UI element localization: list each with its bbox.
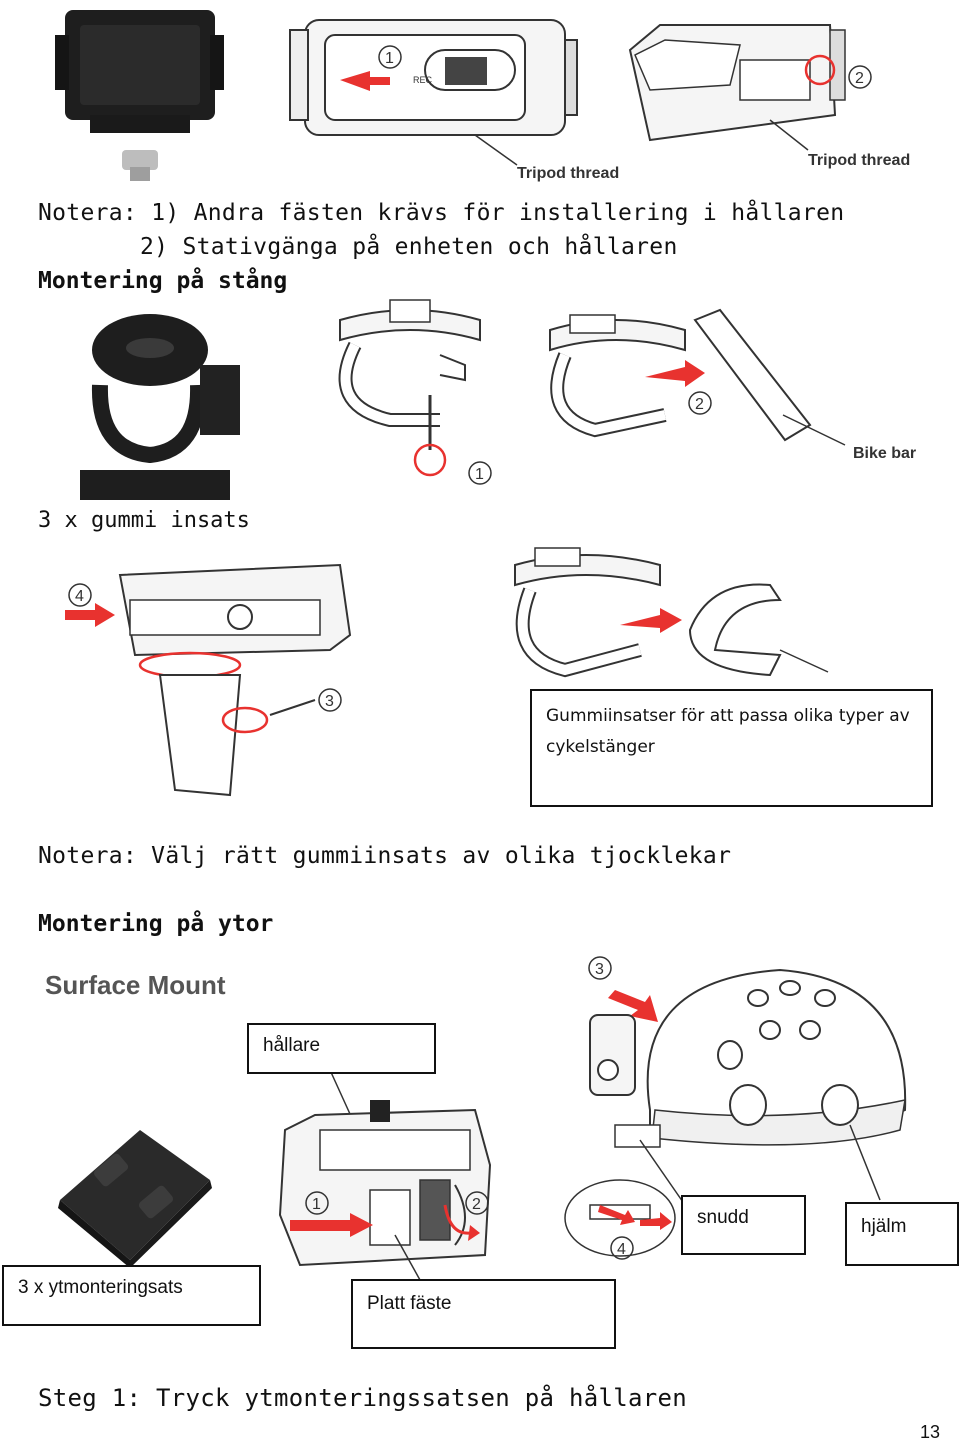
note-1-item-2: 2) Stativgänga på enheten och hållaren xyxy=(140,234,678,260)
note-1-prefix: Notera: xyxy=(38,200,138,226)
rubber-insert-callout-box: Gummiinsatser för att passa olika typer … xyxy=(530,689,933,807)
tripod-thread-label-1: Tripod thread xyxy=(517,165,619,182)
heading-bar-mount: Montering på stång xyxy=(38,268,288,294)
flat-mount-label-box: Platt fäste xyxy=(351,1279,616,1349)
rec-label: REC xyxy=(413,75,433,85)
surface-kit-label-box: 3 x ytmonteringsats xyxy=(2,1265,261,1326)
surface-mount-title: Surface Mount xyxy=(45,970,226,1000)
holder-label-box: hållare xyxy=(247,1023,436,1074)
step-1-instruction: Steg 1: Tryck ytmonteringssatsen på håll… xyxy=(38,1384,687,1412)
surface-step-4-number: 4 xyxy=(617,1241,626,1258)
tripod-thread-label-2: Tripod thread xyxy=(808,152,910,169)
rubber-insert-caption: 3 x gummi insats xyxy=(38,508,250,533)
holder-surface-mount-illustration: 1 2 xyxy=(278,1069,492,1281)
bar-clamp-open-illustration: 1 xyxy=(338,299,492,485)
bar-mount-photo xyxy=(80,314,240,500)
surface-step-2-number: 2 xyxy=(472,1196,481,1213)
helmet-illustration: 3 4 xyxy=(564,956,907,1260)
bar-step-4-number: 4 xyxy=(75,588,84,605)
heading-surface-mount: Montering på ytor xyxy=(38,911,274,937)
bike-bar-label: Bike bar xyxy=(853,445,916,462)
step-1-number: 1 xyxy=(385,50,394,67)
clip-photo xyxy=(55,10,224,181)
note-1-line-1: Notera: 1) Andra fästen krävs för instal… xyxy=(38,200,844,226)
camera-on-bar-illustration: 4 3 xyxy=(65,563,352,797)
bar-step-3-number: 3 xyxy=(325,693,334,710)
strap-label-box: snudd xyxy=(681,1195,806,1255)
rubber-insert-illustration xyxy=(514,547,829,678)
page-number: 13 xyxy=(920,1422,941,1442)
bar-step-1-number: 1 xyxy=(475,466,484,483)
note-1-item-1: 1) Andra fästen krävs för installering i… xyxy=(151,200,845,226)
flat-adhesive-mount-photo xyxy=(58,1130,212,1268)
step-2-number: 2 xyxy=(855,70,864,87)
camera-side-tripod-illustration: 2 Tripod thread xyxy=(628,24,910,169)
surface-step-3-number: 3 xyxy=(595,961,604,978)
helmet-label-box: hjälm xyxy=(845,1202,959,1266)
surface-step-1-number: 1 xyxy=(312,1196,321,1213)
bar-step-2-number: 2 xyxy=(695,396,704,413)
camera-tripod-thread-illustration: 1 REC Tripod thread xyxy=(289,19,619,182)
note-2: Notera: Välj rätt gummiinsats av olika t… xyxy=(38,843,732,869)
bar-clamp-closed-illustration: 2 Bike bar xyxy=(549,308,916,462)
